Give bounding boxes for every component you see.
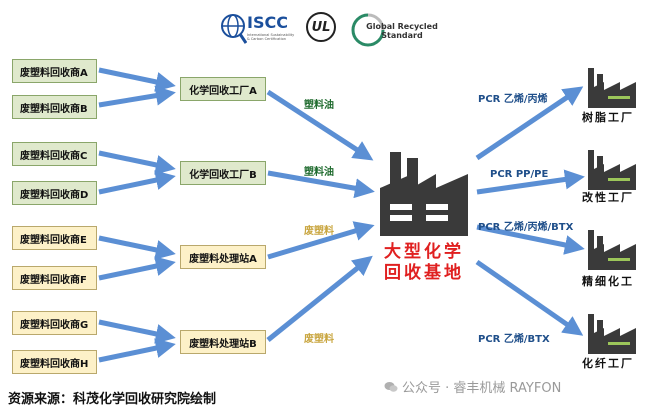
product-label: PCR 乙烯/BTX	[478, 334, 550, 345]
source-box: 废塑料回收商E	[12, 226, 97, 250]
source-box: 废塑料回收商H	[12, 350, 97, 374]
grs-text: Global Recycled Standard	[366, 22, 438, 40]
watermark-text: 公众号 · 睿丰机械 RAYFON	[402, 381, 562, 396]
source-box: 废塑料回收商C	[12, 142, 97, 166]
source-label: 废塑料回收商B	[20, 103, 88, 115]
ul-logo: UL	[306, 12, 336, 42]
grs-logo: Global Recycled Standard	[350, 10, 438, 50]
intermediate-box: 化学回收工厂A	[180, 77, 266, 101]
source-box: 废塑料回收商A	[12, 59, 97, 83]
chemical-factory-icon	[380, 152, 468, 236]
iscc-logo: ISCC International Sustainability & Carb…	[219, 10, 294, 50]
watermark: 公众号 · 睿丰机械 RAYFON	[384, 377, 561, 396]
iscc-subtext: International Sustainability & Carbon Ce…	[247, 33, 295, 41]
intermediate-box: 废塑料处理站B	[180, 330, 266, 354]
product-label: PCR 乙烯/丙烯/BTX	[478, 222, 574, 233]
source-label: 废塑料回收商C	[20, 150, 88, 162]
flow-label-waste: 废塑料	[304, 334, 334, 345]
factory-name: 精细化工	[582, 275, 634, 288]
source-label: 废塑料回收商E	[20, 234, 87, 246]
ul-text: UL	[311, 19, 331, 35]
intermediate-label: 化学回收工厂A	[189, 85, 257, 97]
factory-icon	[588, 68, 636, 108]
intermediate-label: 废塑料处理站A	[189, 253, 257, 265]
center-title: 大型化学 回收基地	[368, 242, 480, 284]
flow-label-waste: 废塑料	[304, 226, 334, 237]
factory-name: 化纤工厂	[582, 357, 634, 370]
source-box: 废塑料回收商B	[12, 95, 97, 119]
center-title-line2: 回收基地	[384, 263, 464, 283]
source-label: 废塑料回收商F	[20, 274, 87, 286]
intermediate-box: 废塑料处理站A	[180, 245, 266, 269]
source-box: 废塑料回收商D	[12, 181, 97, 205]
product-label: PCR 乙烯/丙烯	[478, 94, 548, 105]
recycle-ring-icon	[351, 13, 385, 47]
source-label: 废塑料回收商D	[20, 189, 89, 201]
factory-name: 改性工厂	[582, 191, 634, 204]
intermediate-box: 化学回收工厂B	[180, 161, 266, 185]
source-box: 废塑料回收商F	[12, 266, 97, 290]
factory-icon	[588, 230, 636, 270]
flow-label-oil: 塑料油	[304, 100, 334, 111]
flow-label-oil: 塑料油	[304, 167, 334, 178]
iscc-text: ISCC	[247, 13, 288, 32]
source-label: 废塑料回收商G	[20, 319, 89, 331]
factory-name: 树脂工厂	[582, 111, 634, 124]
intermediate-label: 化学回收工厂B	[189, 169, 257, 181]
wechat-icon	[384, 381, 398, 392]
intermediate-label: 废塑料处理站B	[189, 338, 257, 350]
source-credit: 资源来源：科茂化学回收研究院绘制	[8, 392, 217, 407]
factory-icon	[588, 150, 636, 190]
source-label: 废塑料回收商H	[20, 358, 89, 370]
center-title-line1: 大型化学	[384, 242, 464, 262]
source-box: 废塑料回收商G	[12, 311, 97, 335]
product-label: PCR PP/PE	[490, 169, 549, 180]
globe-icon	[221, 14, 247, 44]
source-label: 废塑料回收商A	[20, 67, 88, 79]
factory-icon	[588, 314, 636, 354]
